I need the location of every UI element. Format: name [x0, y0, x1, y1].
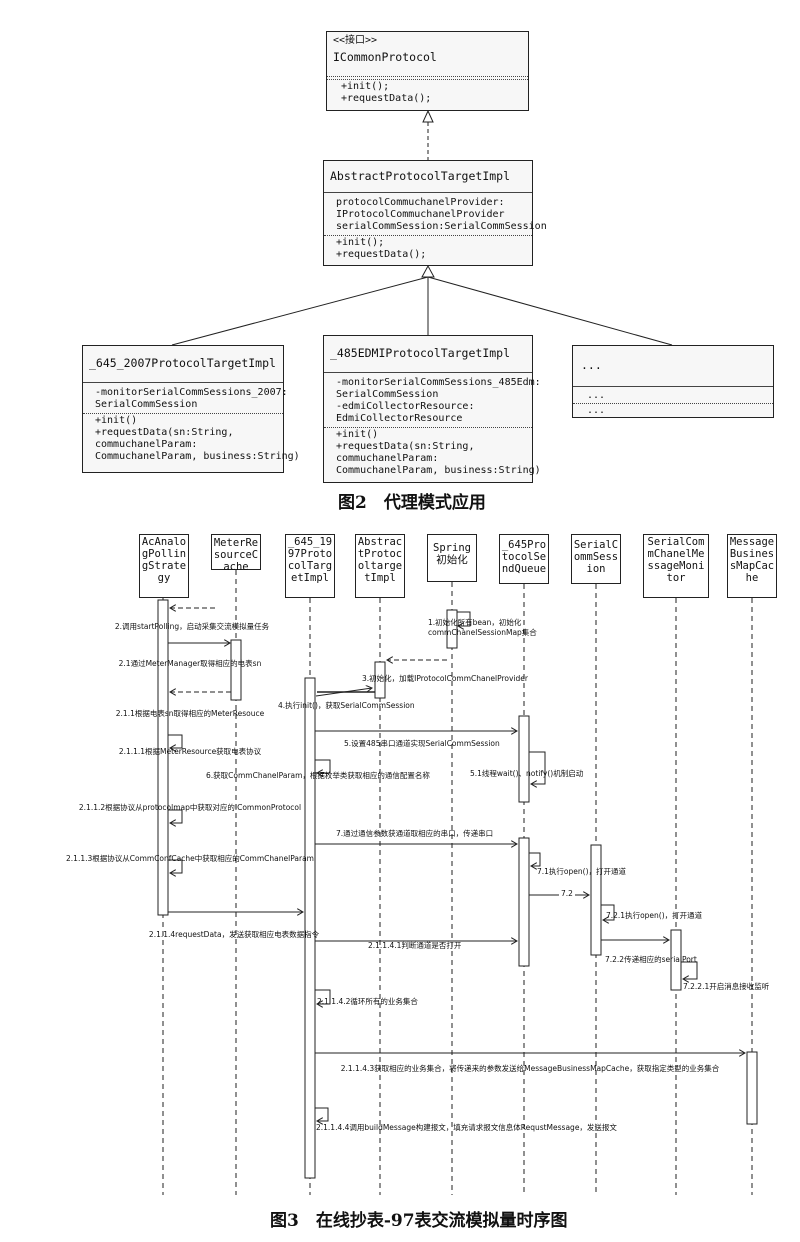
- impl-485-attr-1: -monitorSerialCommSessions_485Edm:: [336, 377, 541, 388]
- interface-stereotype: <<接口>>: [333, 35, 378, 46]
- msg-7-1: 7.1执行open()，打开通道: [537, 867, 626, 876]
- interface-op-init: +init();: [341, 81, 390, 92]
- msg-1-line1: 1.初始化所有bean，初始化: [428, 618, 522, 627]
- impl-more-box: ... ... ...: [572, 345, 774, 418]
- msg-2-1-1-4-1: 2.1.1.4.1判断通道是否打开: [368, 941, 462, 950]
- abstract-op-requestdata: +requestData();: [336, 249, 427, 260]
- impl-485-attr-4: EdmiCollectorResource: [336, 413, 463, 424]
- msg-7: 7.通过通信参数获通道取相应的串口，传递串口: [336, 829, 494, 838]
- impl-485-attr-3: -edmiCollectorResource:: [336, 401, 475, 412]
- interface-box: <<接口>> ICommonProtocol +init(); +request…: [326, 31, 529, 111]
- msg-2-1-1-4-2: 2.1.1.4.2循环所有的业务集合: [317, 997, 418, 1006]
- impl-485-box: _485EDMIProtocolTargetImpl -monitorSeria…: [323, 335, 541, 483]
- interface-op-requestdata: +requestData();: [341, 93, 432, 104]
- msg-5: 5.设置485串口通道实现SerialCommSession: [344, 739, 500, 748]
- msg-2-1-1: 2.1.1根据电表sn取得相应的MeterResouce: [115, 709, 265, 718]
- msg-1-line2: commChanelSessionMap集合: [428, 628, 537, 637]
- msg-2-1-1-2: 2.1.1.2根据协议从protocolmap中获取对应的ICommonProt…: [78, 803, 302, 812]
- msg-2-1-1-1: 2.1.1.1根据MeterResource获取电表协议: [118, 747, 262, 756]
- msg-2: 2.调用startPolling，启动采集交流模拟量任务: [114, 622, 270, 631]
- impl-645-box: _645_2007ProtocolTargetImpl -monitorSeri…: [82, 345, 300, 473]
- impl-485-attr-2: SerialCommSession: [336, 389, 439, 400]
- impl-645-attr-2: SerialCommSession: [95, 399, 198, 410]
- abstract-attr-2: IProtocolCommuchanelProvider: [336, 209, 505, 220]
- abstract-class-name: AbstractProtocolTargetImpl: [330, 169, 511, 183]
- abstract-attr-3: serialCommSession:SerialCommSession: [336, 221, 547, 232]
- msg-5-1: 5.1线程wait()、notify()机制启动: [470, 769, 584, 778]
- realization-arrowhead: [422, 109, 434, 123]
- msg-4: 4.执行init()，获取SerialCommSession: [278, 701, 415, 710]
- msg-2-1-1-4-3: 2.1.1.4.3获取相应的业务集合，将传递来的参数发送给MessageBusi…: [340, 1064, 720, 1073]
- impl-645-attr-1: -monitorSerialCommSessions_2007:: [95, 387, 288, 398]
- abstract-class-box: AbstractProtocolTargetImpl protocolCommu…: [323, 160, 547, 266]
- impl-more-name: ...: [581, 358, 602, 372]
- impl-more-attr: ...: [587, 390, 606, 401]
- msg-2-1-1-4: 2.1.1.4requestData，发送获取相应电表数据指令: [148, 930, 320, 939]
- impl-485-op-3: commuchanelParam:: [336, 453, 439, 464]
- msg-3: 3.初始化，加载IProtocolCommChanelProvider: [362, 674, 528, 683]
- msg-7-2: 7.2: [559, 889, 575, 898]
- msg-7-2-1: 7.2.1执行open()，打开通道: [606, 911, 703, 920]
- impl-645-op-2: +requestData(sn:String,: [95, 427, 234, 438]
- msg-2-1-1-4-4: 2.1.1.4.4调用buildMessage构建报文，填充请求报文信息体Req…: [316, 1123, 617, 1132]
- interface-name: ICommonProtocol: [333, 50, 437, 64]
- impl-485-op-4: CommuchanelParam, business:String): [336, 465, 541, 476]
- figure-2-caption: 图2 代理模式应用: [338, 493, 486, 513]
- msg-2-1: 2.1通过MeterManager取得相应的电表sn: [118, 659, 262, 668]
- impl-485-op-2: +requestData(sn:String,: [336, 441, 475, 452]
- impl-645-name: _645_2007ProtocolTargetImpl: [89, 356, 276, 370]
- impl-645-op-4: CommuchanelParam, business:String): [95, 451, 300, 462]
- msg-6: 6.获取CommChanelParam，根据枚举类获取相应的通信配置名称: [206, 771, 430, 780]
- impl-645-op-1: +init(): [95, 415, 138, 426]
- class-diagram-connectors: [171, 109, 673, 346]
- impl-485-name: _485EDMIProtocolTargetImpl: [330, 346, 511, 360]
- impl-more-op: ...: [587, 405, 606, 416]
- msg-2-1-1-3: 2.1.1.3根据协议从CommConfCache中获取相应的CommChane…: [66, 854, 314, 863]
- abstract-attr-1: protocolCommuchanelProvider:: [336, 197, 505, 208]
- impl-645-op-3: commuchanelParam:: [95, 439, 198, 450]
- abstract-op-init: +init();: [336, 237, 385, 248]
- msg-7-2-2-1: 7.2.2.1开启消息接收监听: [683, 982, 770, 991]
- figure-3-caption: 图3 在线抄表-97表交流模拟量时序图: [270, 1211, 568, 1231]
- impl-485-op-1: +init(): [336, 429, 379, 440]
- msg-7-2-2: 7.2.2传递相应的serialPort: [605, 955, 697, 964]
